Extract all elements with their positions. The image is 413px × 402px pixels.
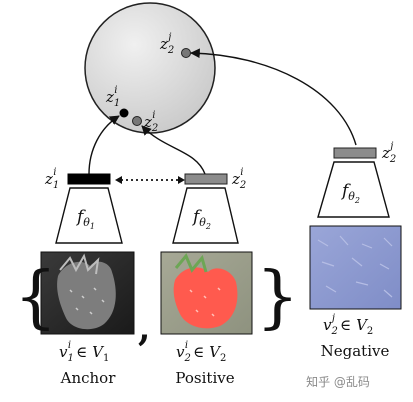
negative-image — [309, 225, 402, 310]
arrow-negative-to-sphere — [190, 48, 357, 146]
point-z2j — [181, 48, 191, 58]
anchor-image — [40, 251, 135, 335]
embedding-bar-anchor — [67, 173, 111, 185]
encoder-positive — [172, 187, 239, 244]
caption-positive: Positive — [175, 369, 234, 387]
point-z2i — [132, 116, 142, 126]
arrow-positive-to-sphere — [141, 125, 206, 175]
encoder-negative-label: fθ2 — [340, 181, 360, 205]
embedding-bar-negative — [333, 147, 377, 159]
view-positive: v2i∈V2 — [176, 340, 226, 364]
embedding-bar-positive — [184, 173, 228, 185]
positive-image — [160, 251, 253, 335]
caption-negative: Negative — [321, 342, 390, 360]
encoder-anchor-label: fθ1 — [75, 207, 95, 231]
view-negative: v2j∈V2 — [323, 313, 373, 337]
encoder-positive-label: fθ2 — [191, 207, 211, 231]
left-brace: { — [14, 258, 57, 337]
caption-anchor: Anchor — [60, 369, 117, 387]
label-z1i-embed: z1i — [44, 167, 59, 191]
dotted-link-left-head — [115, 176, 122, 184]
arrow-anchor-to-sphere — [88, 115, 120, 175]
label-z2i-embed: z2i — [231, 167, 246, 191]
point-z1i — [119, 108, 129, 118]
label-z2j-embed: z2j — [381, 141, 396, 165]
view-anchor: v1i∈V1 — [59, 340, 109, 364]
label-z2i-sphere: z2i — [143, 110, 158, 134]
encoder-negative — [317, 161, 390, 218]
right-brace: } — [256, 258, 299, 337]
dotted-link-right-head — [178, 176, 185, 184]
encoder-anchor — [55, 187, 123, 244]
label-z1i-sphere: z1i — [105, 85, 120, 109]
watermark: 知乎 @乱码 — [306, 375, 370, 389]
label-z2j-sphere: z2j — [159, 32, 174, 56]
comma: , — [138, 307, 151, 349]
